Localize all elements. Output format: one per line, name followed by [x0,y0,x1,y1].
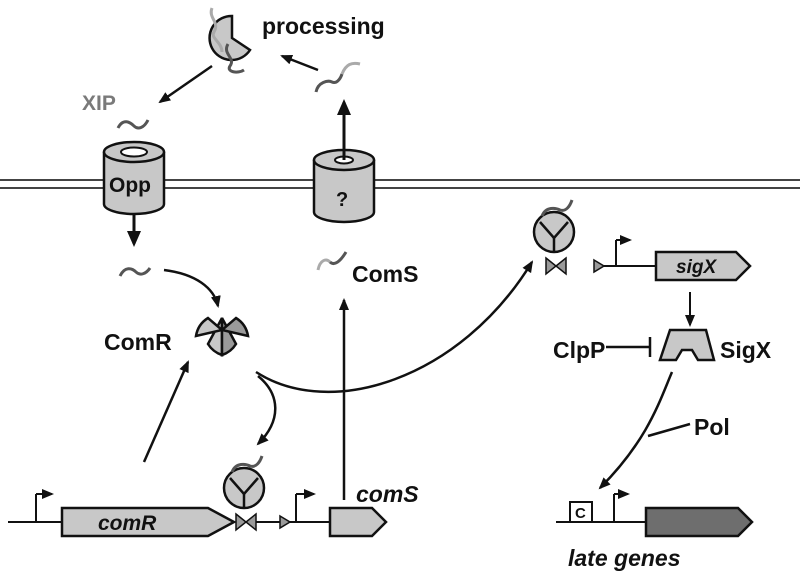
arrow-export-to-processing [280,54,319,72]
late-genes-label: late genes [568,545,681,571]
late-genes-promoter-icon [613,489,630,522]
coms-peptide-icon [316,251,348,271]
sigx-protein-label: SigX [720,337,772,363]
arrow-xip-to-comr [163,268,221,308]
late-genes-gene-icon [644,506,754,538]
arrow-processing-to-xip [158,64,213,104]
comr-gene-label: comR [98,512,157,535]
comr-protein-label: ComR [104,329,172,355]
arrow-sigx-pol-to-late-genes [598,371,674,490]
xip-label: XIP [82,92,116,115]
comr-receptor-icon [194,316,250,357]
coms-gene-icon [328,506,388,538]
internal-xip-peptide-icon [118,267,152,277]
sigx-protein-icon [658,328,716,362]
opp-transporter-icon [102,140,166,216]
clpp-label: ClpP [553,337,605,363]
arrow-comr-to-sigx [255,260,534,393]
unknown-transporter-label: ? [336,189,348,211]
sigx-operon: sigX [532,199,752,282]
processing-label: processing [262,13,385,39]
xip-peptide-icon [116,119,150,130]
sigx-promoter-icon [615,235,632,266]
sigx-gene-icon [654,250,752,282]
sigx-comr-complex-icon [532,199,576,254]
coms-box-marker-icon [279,514,292,530]
coms-promoter-icon [295,489,316,522]
coms-peptide-label: ComS [352,261,418,287]
sigx-operator-bowtie-icon [545,256,567,276]
coms-gene-label: comS [356,481,419,507]
comr-promoter-icon [35,489,54,522]
sigx-gene-label: sigX [676,257,717,278]
clpp-inhibition-icon [606,337,652,357]
unknown-transporter-icon [312,148,376,224]
opp-label: Opp [109,174,151,197]
sigx-box-marker-icon [593,258,606,274]
pol-connector [647,422,691,438]
coms-comr-complex-icon [222,455,266,510]
arrow-comr-gene-to-protein [142,360,190,463]
comr-coms-operon: comR [8,455,388,538]
pol-label: Pol [694,414,730,440]
processing-protease-icon [208,7,252,74]
arrow-comr-to-coms-promoter [256,375,277,446]
cin-box-icon [569,501,593,523]
comr-gene-icon [60,506,237,538]
late-genes-operon: C late genes [556,489,754,571]
coms-operator-bowtie-icon [235,512,257,532]
cin-box-label: C [575,505,586,522]
exported-peptide-icon [314,61,361,93]
